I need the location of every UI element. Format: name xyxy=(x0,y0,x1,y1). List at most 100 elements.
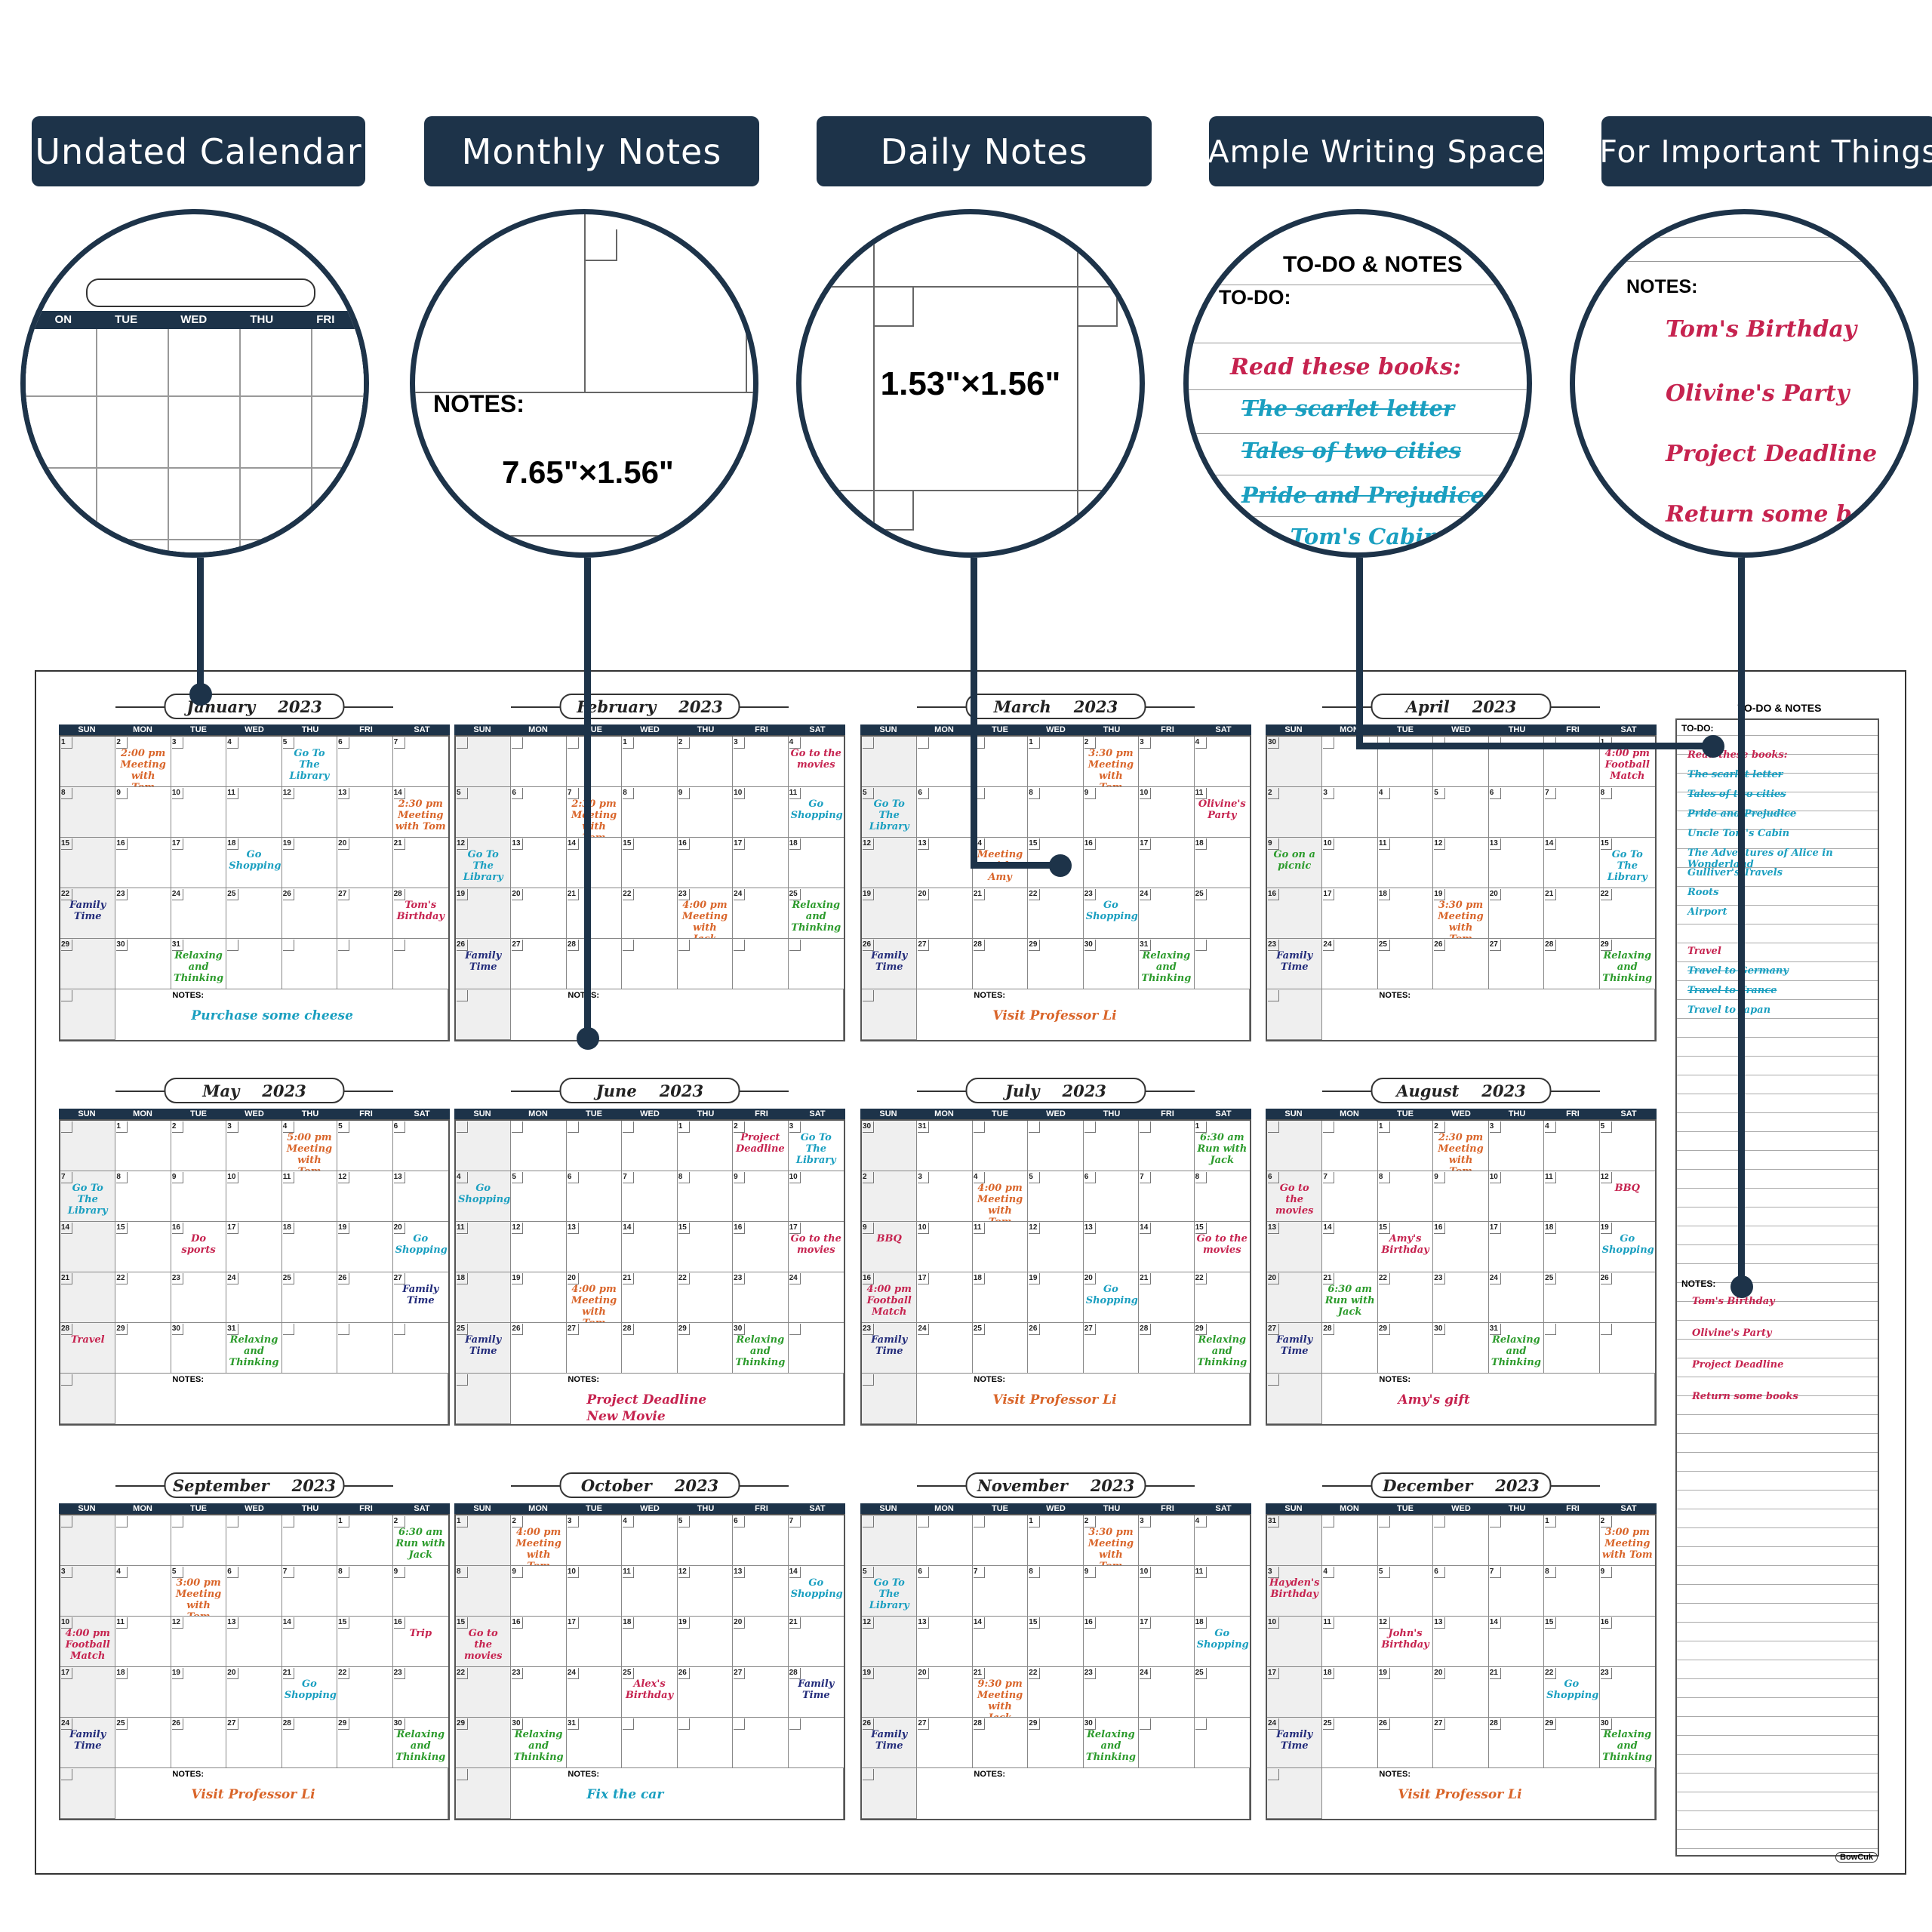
day-cell[interactable]: 3 xyxy=(171,737,227,787)
day-cell[interactable]: 27 xyxy=(1083,1323,1140,1374)
day-cell[interactable] xyxy=(1194,1718,1250,1768)
day-cell[interactable] xyxy=(281,939,338,989)
month-notes[interactable]: NOTES:Fix the car xyxy=(511,1768,844,1819)
day-cell[interactable]: 22 xyxy=(622,888,678,939)
day-cell[interactable]: 13 xyxy=(337,787,393,838)
day-cell[interactable]: 27 xyxy=(1488,939,1545,989)
day-cell[interactable] xyxy=(337,939,393,989)
day-cell[interactable]: 15 xyxy=(337,1617,393,1667)
day-cell[interactable]: 17 xyxy=(1139,1617,1195,1667)
day-cell[interactable]: 20 xyxy=(917,1667,973,1718)
day-cell[interactable]: 24 xyxy=(1139,1667,1195,1718)
day-cell[interactable] xyxy=(972,1121,1029,1171)
day-cell[interactable]: 24 xyxy=(171,888,227,939)
day-cell[interactable]: 12 xyxy=(1028,1222,1084,1272)
day-cell[interactable] xyxy=(337,1323,393,1374)
day-cell[interactable]: 29 xyxy=(337,1718,393,1768)
day-cell[interactable]: 14 xyxy=(1544,838,1600,888)
day-cell[interactable]: 4 xyxy=(1544,1121,1600,1171)
day-cell[interactable] xyxy=(60,1515,116,1566)
day-cell[interactable] xyxy=(733,1718,789,1768)
day-cell[interactable]: 7 xyxy=(1544,787,1600,838)
day-cell[interactable]: 27 xyxy=(917,939,973,989)
day-cell[interactable]: 21 xyxy=(392,838,448,888)
day-cell[interactable]: 26 xyxy=(281,888,338,939)
day-cell[interactable]: 15 xyxy=(1028,838,1084,888)
day-cell[interactable]: 7 xyxy=(622,1171,678,1222)
day-cell[interactable]: 23 xyxy=(511,1667,567,1718)
day-cell[interactable] xyxy=(60,1768,116,1819)
day-cell[interactable]: 6 xyxy=(1488,787,1545,838)
day-cell[interactable]: 4 xyxy=(1194,1515,1250,1566)
day-cell[interactable]: 19 xyxy=(511,1272,567,1323)
day-cell[interactable]: 17 xyxy=(1267,1667,1323,1718)
day-cell[interactable]: 10 xyxy=(733,787,789,838)
day-cell[interactable]: 1 xyxy=(1377,1121,1434,1171)
day-cell[interactable]: 20 xyxy=(1488,888,1545,939)
day-cell[interactable]: 4 xyxy=(622,1515,678,1566)
day-cell[interactable]: 11 xyxy=(1544,1171,1600,1222)
day-cell[interactable]: 26 xyxy=(1028,1323,1084,1374)
day-cell[interactable]: 27 xyxy=(511,939,567,989)
day-cell[interactable]: 27 xyxy=(566,1323,623,1374)
day-cell[interactable]: 4 xyxy=(1322,1566,1378,1617)
day-cell[interactable]: 12 xyxy=(1433,838,1489,888)
day-cell[interactable]: 30 xyxy=(115,939,171,989)
day-cell[interactable]: 15 xyxy=(115,1222,171,1272)
day-cell[interactable]: 13 xyxy=(226,1617,282,1667)
day-cell[interactable]: 13 xyxy=(917,838,973,888)
day-cell[interactable]: 13 xyxy=(1433,1617,1489,1667)
day-cell[interactable]: 13 xyxy=(392,1171,448,1222)
day-cell[interactable]: 24 xyxy=(1139,888,1195,939)
day-cell[interactable]: 22 xyxy=(1599,888,1655,939)
day-cell[interactable]: 8 xyxy=(1599,787,1655,838)
day-cell[interactable]: 19 xyxy=(677,1617,734,1667)
day-cell[interactable]: 14 xyxy=(1488,1617,1545,1667)
day-cell[interactable]: 26 xyxy=(677,1667,734,1718)
day-cell[interactable]: 6 xyxy=(733,1515,789,1566)
day-cell[interactable] xyxy=(862,1374,918,1424)
day-cell[interactable]: 3 xyxy=(566,1515,623,1566)
day-cell[interactable] xyxy=(392,1323,448,1374)
day-cell[interactable]: 24 xyxy=(566,1667,623,1718)
day-cell[interactable]: 8 xyxy=(1194,1171,1250,1222)
day-cell[interactable]: 12 xyxy=(862,1617,918,1667)
day-cell[interactable]: 16 xyxy=(1433,1222,1489,1272)
day-cell[interactable]: 31 xyxy=(1267,1515,1323,1566)
day-cell[interactable]: 15 xyxy=(622,838,678,888)
day-cell[interactable]: 6 xyxy=(226,1566,282,1617)
day-cell[interactable]: 17 xyxy=(917,1272,973,1323)
day-cell[interactable] xyxy=(1544,1323,1600,1374)
day-cell[interactable]: 9 xyxy=(511,1566,567,1617)
day-cell[interactable]: 1 xyxy=(60,737,116,787)
day-cell[interactable] xyxy=(862,1768,918,1819)
day-cell[interactable]: 8 xyxy=(60,787,116,838)
day-cell[interactable]: 28 xyxy=(566,939,623,989)
day-cell[interactable]: 1 xyxy=(1028,737,1084,787)
month-notes[interactable]: NOTES: xyxy=(511,989,844,1040)
day-cell[interactable]: 29 xyxy=(1028,1718,1084,1768)
day-cell[interactable]: 11 xyxy=(281,1171,338,1222)
day-cell[interactable]: 13 xyxy=(733,1566,789,1617)
day-cell[interactable]: 22 xyxy=(1028,888,1084,939)
day-cell[interactable]: 19 xyxy=(1028,1272,1084,1323)
day-cell[interactable]: 10 xyxy=(566,1566,623,1617)
day-cell[interactable] xyxy=(456,1121,512,1171)
month-notes[interactable]: NOTES: xyxy=(917,1768,1250,1819)
day-cell[interactable]: 11 xyxy=(1322,1617,1378,1667)
day-cell[interactable]: 18 xyxy=(1377,888,1434,939)
day-cell[interactable] xyxy=(733,939,789,989)
day-cell[interactable]: 193:30 pm Meeting with Tom xyxy=(1433,888,1489,939)
day-cell[interactable]: 12 xyxy=(677,1566,734,1617)
